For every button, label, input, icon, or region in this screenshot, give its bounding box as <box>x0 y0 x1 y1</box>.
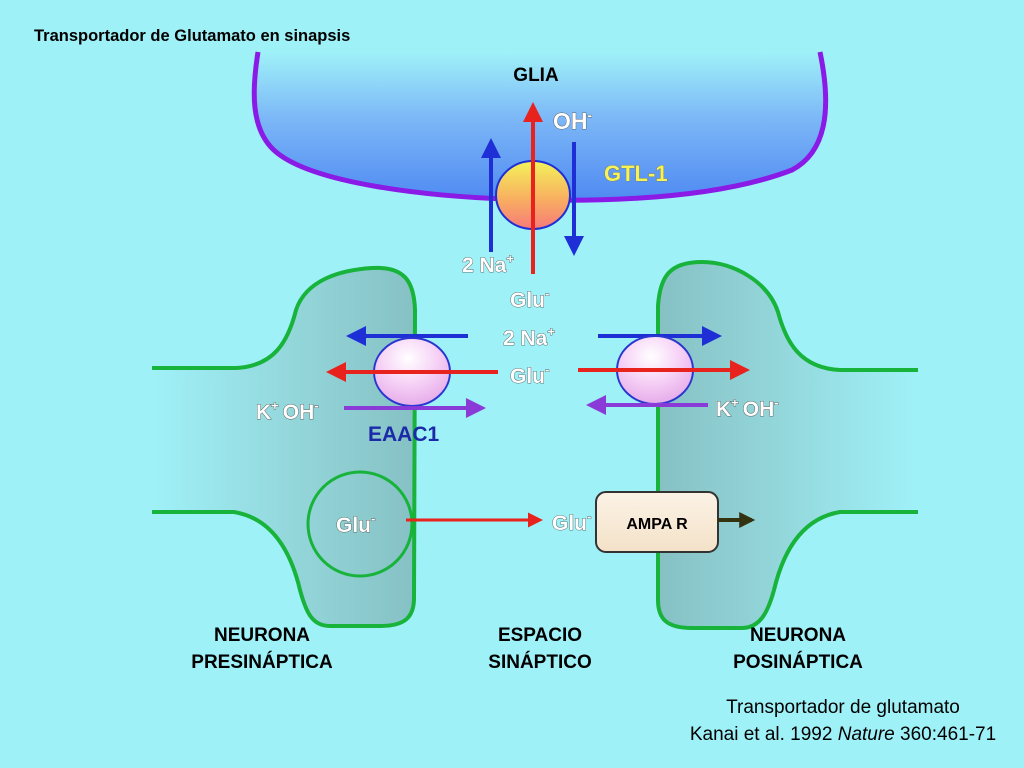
glutamate-label-receptor: Glu- <box>552 509 591 535</box>
sodium-label-cleft: 2 Na+ <box>503 324 555 350</box>
postsynaptic-region-label-line1: NEURONA <box>750 625 846 646</box>
presynaptic-neuron <box>152 267 415 626</box>
glutamate-label-vesicle: Glu- <box>336 511 375 537</box>
glutamate-label-cleft-top: Glu- <box>510 286 549 312</box>
cleft-region-label-line2: SINÁPTICO <box>488 651 591 673</box>
oh-label-glia: OH- <box>553 107 593 134</box>
citation-reference: Kanai et al. 1992 Nature 360:461-71 <box>690 724 996 745</box>
gtl1-label: GTL-1 <box>604 161 668 186</box>
presynaptic-membrane <box>152 265 418 628</box>
glutamate-label-cleft-mid: Glu- <box>510 362 549 388</box>
postsynaptic-neuron <box>658 262 918 628</box>
glia-label: GLIA <box>513 65 559 86</box>
presynaptic-region-label-line2: PRESINÁPTICA <box>191 651 333 673</box>
synaptic-vesicle <box>306 470 414 578</box>
cleft-region-label-line1: ESPACIO <box>498 625 582 646</box>
eaac1-label: EAAC1 <box>368 423 440 446</box>
sodium-label-glia: 2 Na+ <box>462 251 514 277</box>
potassium-hydroxide-label-post: K+OH- <box>716 395 779 421</box>
postsynaptic-membrane <box>656 259 918 630</box>
citation-title: Transportador de glutamato <box>726 697 960 718</box>
potassium-hydroxide-label-pre: K+OH- <box>256 398 319 424</box>
presynaptic-region-label-line1: NEURONA <box>214 625 310 646</box>
page-title: Transportador de Glutamato en sinapsis <box>34 27 350 45</box>
postsynaptic-region-label-line2: POSINÁPTICA <box>733 651 863 673</box>
ampa-receptor-label: AMPA R <box>626 516 688 533</box>
